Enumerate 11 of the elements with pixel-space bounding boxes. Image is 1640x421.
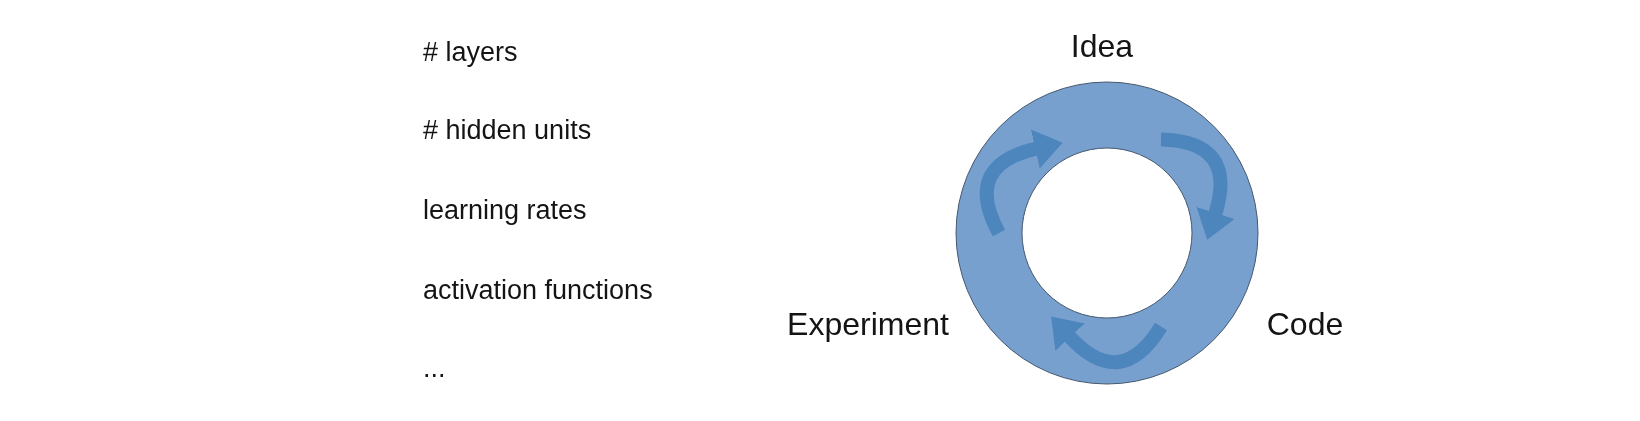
curved-arrow [979,129,1063,237]
list-item: ... [423,352,446,384]
stage-label: Experiment [787,305,949,343]
curved-arrow [1050,317,1167,369]
list-item: learning rates [423,194,587,226]
list-item: activation functions [423,274,653,306]
list-item: # layers [423,36,518,68]
curved-arrow [1160,132,1235,240]
stage-label: Idea [1070,27,1134,65]
list-item: # hidden units [423,114,592,146]
stage-label: Code [1266,305,1344,343]
